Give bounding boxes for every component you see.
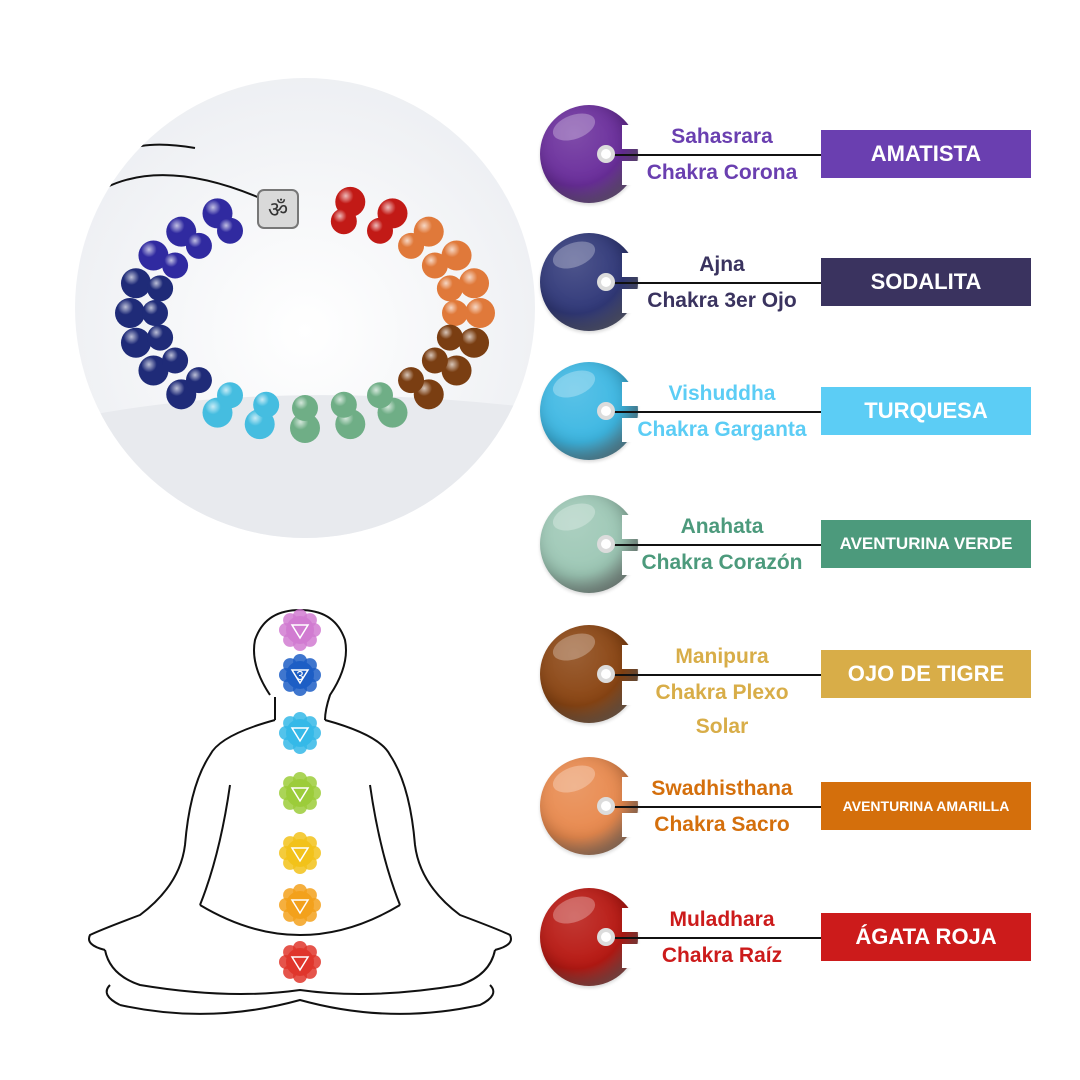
connector-line: [608, 411, 822, 413]
bead-shine: [253, 391, 280, 418]
chakra-sanskrit-name: Anahata: [622, 515, 822, 539]
chakra-symbol-icon: [279, 941, 321, 983]
stone-label: AMATISTA: [821, 130, 1031, 178]
bead-shine: [398, 232, 425, 259]
bead-shine: [465, 298, 495, 328]
connector-line: [608, 282, 822, 284]
bead-shine: [217, 382, 243, 409]
connector-line: [608, 674, 822, 676]
bead-shine: [398, 367, 425, 394]
bead-shine: [330, 391, 357, 418]
stone-label: TURQUESA: [821, 387, 1031, 435]
connector-line: [608, 154, 822, 156]
bead-hole-marker: [597, 665, 615, 683]
bead-shine: [185, 232, 212, 259]
bead-shine: [162, 347, 189, 374]
chakra-english-name: Chakra Corazón: [622, 551, 822, 575]
bead-shine: [421, 347, 448, 374]
bead-shine: [436, 275, 463, 302]
chakra-english-name: Chakra Raíz: [622, 944, 822, 968]
bead-shine: [162, 252, 189, 279]
bead-shine: [138, 355, 169, 386]
bead-shine: [142, 300, 168, 326]
chakra-english-name: Chakra Corona: [622, 161, 822, 185]
bead-hole-marker: [597, 928, 615, 946]
chakra-symbol-icon: [279, 712, 321, 754]
bracelet-photo: ॐ: [75, 78, 535, 538]
bead-shine: [421, 252, 448, 279]
bead-shine: [367, 217, 393, 244]
meditation-figure: 3: [88, 608, 512, 1015]
bead-shine: [442, 300, 468, 326]
bead-shine: [120, 327, 151, 358]
chakra-symbol-icon: [279, 654, 321, 696]
bead-shine: [459, 327, 490, 358]
bead-shine: [185, 367, 212, 394]
chakra-symbol-icon: [279, 832, 321, 874]
bead-shine: [217, 217, 243, 244]
bead-shine: [441, 240, 472, 271]
connector-line: [608, 806, 822, 808]
chakra-english-name: Chakra Sacro: [622, 813, 822, 837]
bead-hole-marker: [597, 402, 615, 420]
bead-shine: [138, 240, 169, 271]
chakra-name-line3: Solar: [622, 715, 822, 739]
bead-hole-marker: [597, 535, 615, 553]
chakra-english-name: Chakra 3er Ojo: [622, 289, 822, 313]
chakra-symbol-icon: [279, 884, 321, 926]
stone-label: AVENTURINA AMARILLA: [821, 782, 1031, 830]
bead-shine: [441, 355, 472, 386]
connector-line: [608, 937, 822, 939]
om-symbol: ॐ: [268, 198, 288, 223]
bead-shine: [147, 324, 174, 351]
bead-shine: [292, 395, 318, 421]
stone-label: ÁGATA ROJA: [821, 913, 1031, 961]
chakra-sanskrit-name: Sahasrara: [622, 125, 822, 149]
chakra-sanskrit-name: Muladhara: [622, 908, 822, 932]
bead-hole-marker: [597, 145, 615, 163]
bead-shine: [459, 268, 490, 299]
stone-label: AVENTURINA VERDE: [821, 520, 1031, 568]
chakra-english-name: Chakra Garganta: [622, 418, 822, 442]
bead-shine: [330, 208, 357, 235]
bead-shine: [290, 413, 320, 443]
chakra-sanskrit-name: Manipura: [622, 645, 822, 669]
chakra-sanskrit-name: Vishuddha: [622, 382, 822, 406]
bead-hole-marker: [597, 797, 615, 815]
stone-label: OJO DE TIGRE: [821, 650, 1031, 698]
chakra-symbol-icon: [279, 772, 321, 814]
bead-shine: [367, 382, 393, 409]
chakra-sanskrit-name: Swadhisthana: [622, 777, 822, 801]
stone-label: SODALITA: [821, 258, 1031, 306]
chakra-english-name: Chakra Plexo: [622, 681, 822, 705]
connector-line: [608, 544, 822, 546]
bead-shine: [115, 298, 145, 328]
third-eye-number: 3: [296, 668, 303, 683]
chakra-sanskrit-name: Ajna: [622, 253, 822, 277]
bead-hole-marker: [597, 273, 615, 291]
bead-shine: [120, 268, 151, 299]
bead-shine: [436, 324, 463, 351]
bead-shine: [147, 275, 174, 302]
chakra-symbol-icon: [279, 609, 321, 651]
